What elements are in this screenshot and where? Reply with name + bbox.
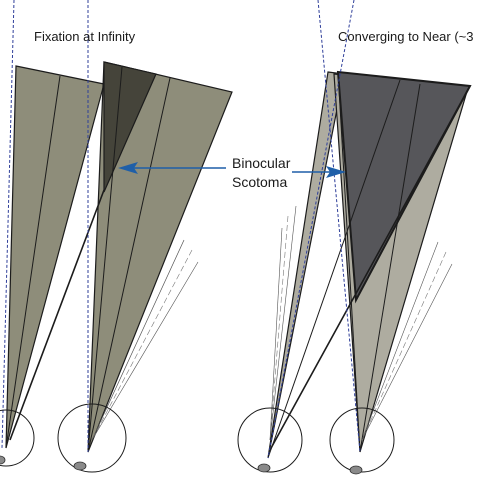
fine-ray	[361, 251, 447, 441]
right-eye-circle	[57, 403, 127, 473]
fine-ray	[269, 227, 283, 441]
fine-ray	[269, 205, 297, 441]
visual-axis-dashed	[267, 0, 355, 459]
left-panel: Fixation at Infinity	[0, 0, 233, 473]
binocular-scotoma-triangle	[336, 70, 472, 304]
annotation-line2: Scotoma	[232, 174, 287, 190]
right-panel-title: Converging to Near (~3	[338, 29, 474, 44]
left-eye-field-near	[267, 71, 345, 459]
ray-line	[359, 83, 421, 453]
left-eye-circle	[0, 409, 35, 467]
left-eye-fovea-near	[257, 463, 271, 473]
arrow-right-head	[326, 166, 346, 178]
right-eye-fovea	[73, 461, 87, 471]
left-eye-field	[5, 65, 105, 449]
fine-ray	[361, 263, 453, 441]
fine-ray	[361, 241, 439, 441]
fine-ray	[91, 261, 199, 441]
ray-line	[5, 75, 61, 449]
visual-axis-dashed	[317, 0, 361, 453]
fine-ray	[91, 239, 185, 441]
scotoma-annotation: Binocular Scotoma	[118, 155, 346, 190]
right-eye-circle-near	[329, 407, 395, 473]
annotation-line1: Binocular	[232, 155, 291, 171]
ray-line	[87, 66, 123, 453]
left-eye-fovea	[0, 455, 6, 465]
ray-line	[269, 85, 471, 451]
ray-line	[337, 71, 361, 453]
left-eye-circle-near	[237, 407, 303, 473]
ray-line	[267, 79, 401, 459]
fine-ray	[269, 215, 289, 441]
arrow-left-head	[118, 162, 138, 174]
ray-line	[87, 77, 171, 453]
right-eye-field	[87, 61, 233, 453]
left-panel-title: Fixation at Infinity	[34, 29, 136, 44]
binocular-scotoma-wedge	[103, 61, 157, 193]
right-eye-fovea-near	[349, 465, 363, 475]
right-panel: Converging to Near (~3	[237, 0, 474, 475]
